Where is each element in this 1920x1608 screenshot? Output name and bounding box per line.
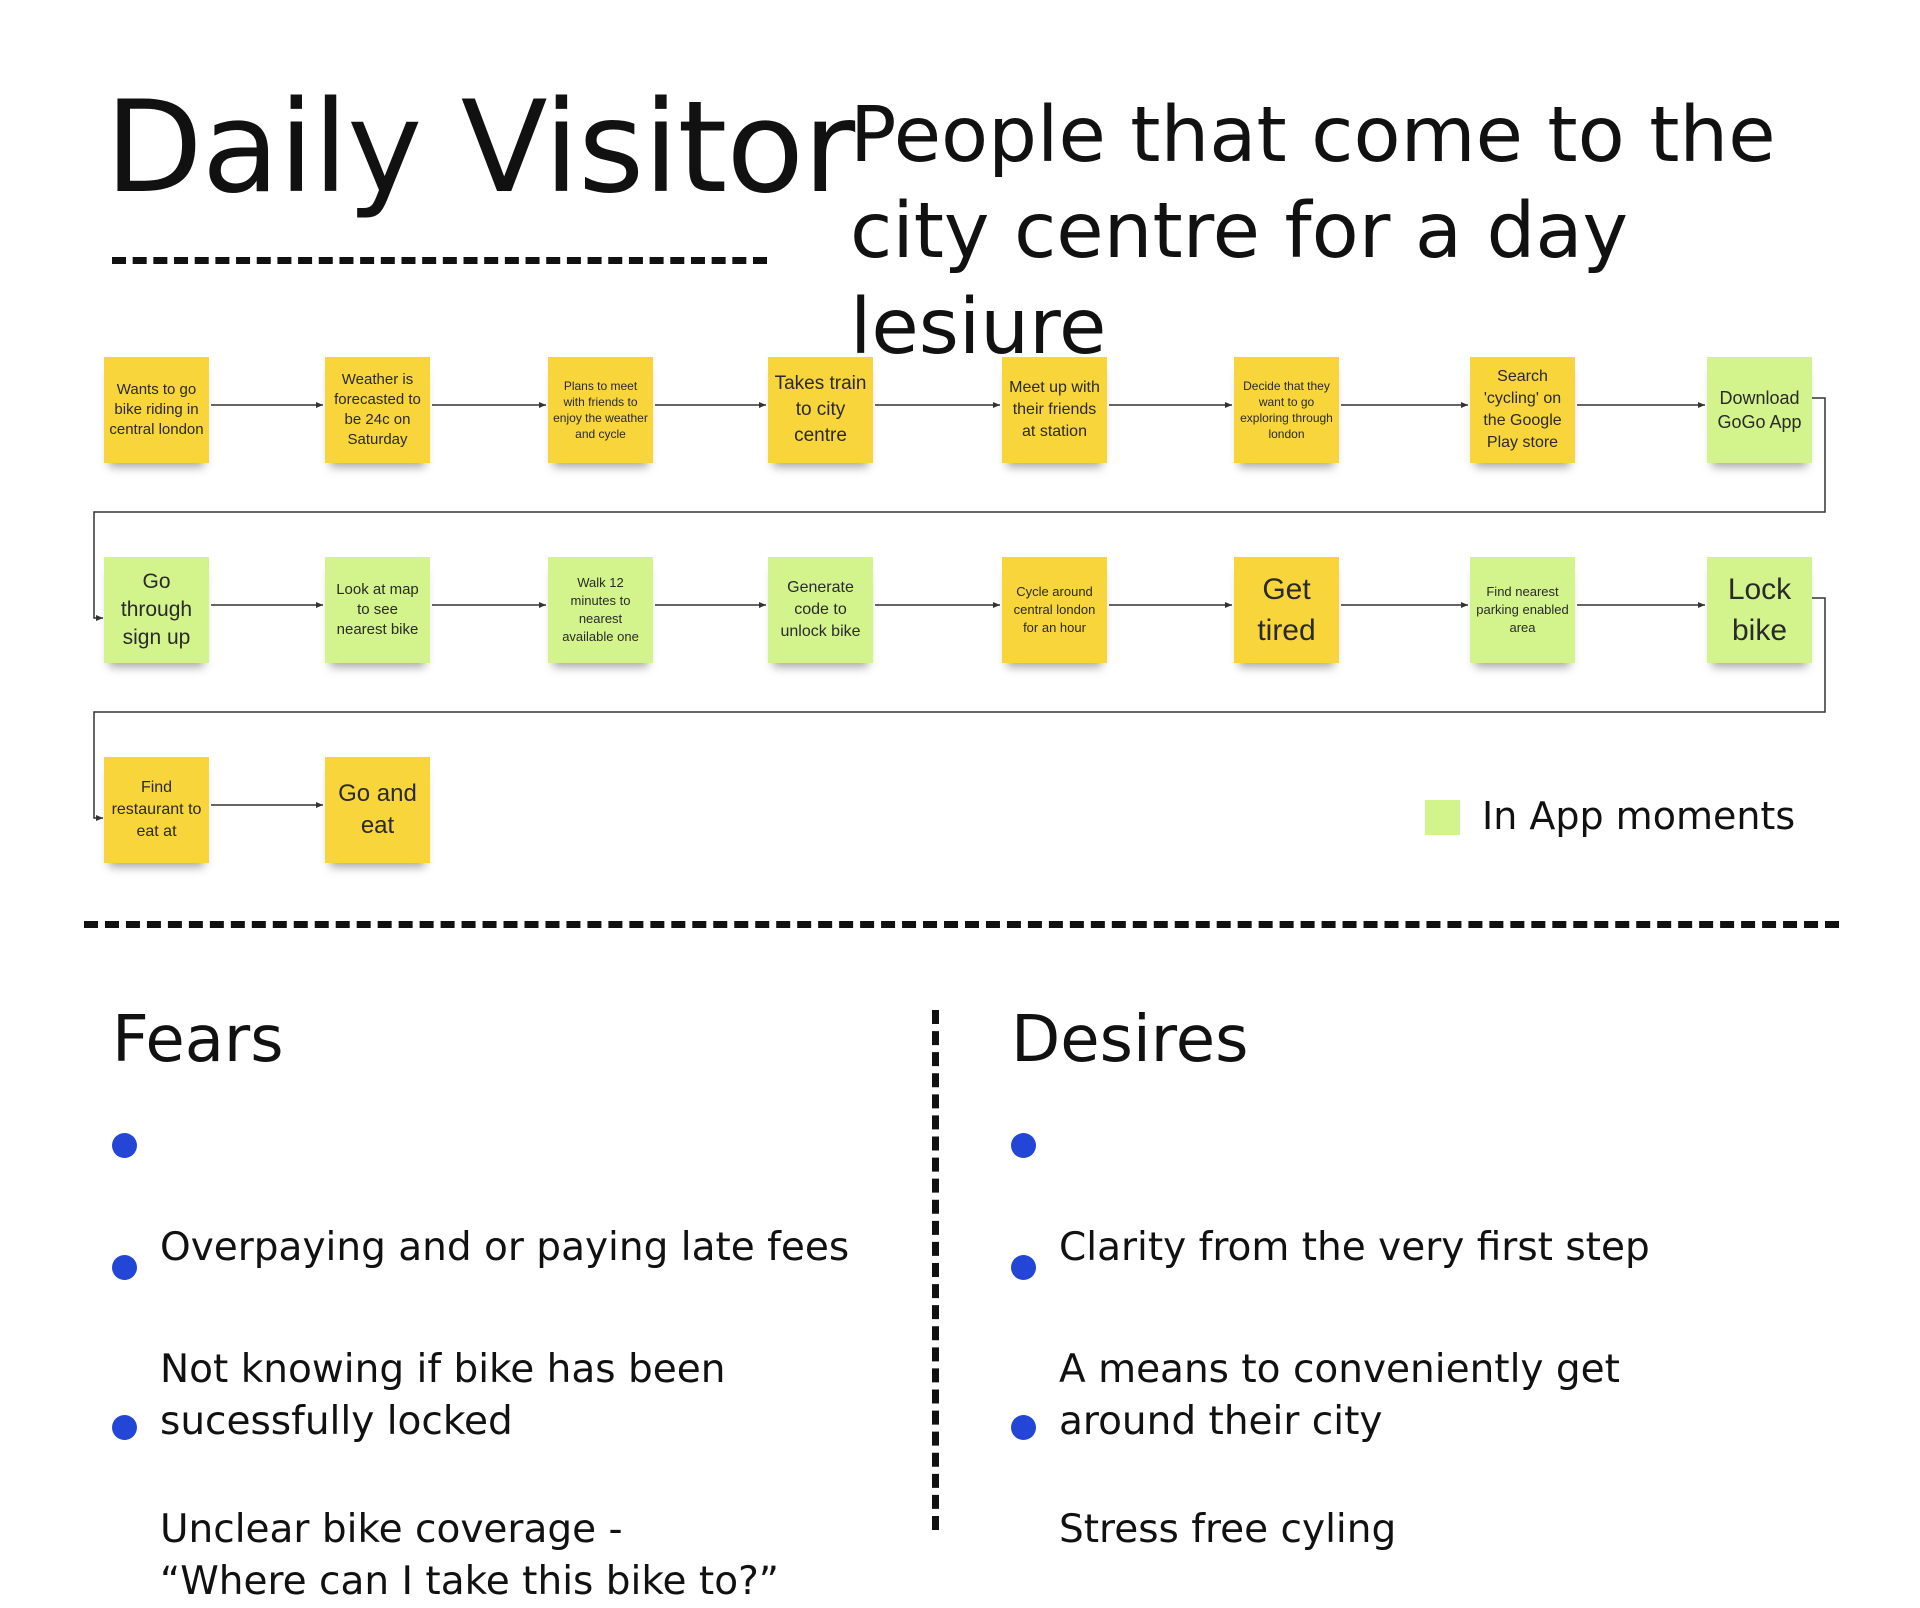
- sticky-note-text: Walk 12 minutes to nearest available one: [562, 575, 639, 644]
- journey-sticky-note: Wants to go bike riding in central londo…: [104, 357, 209, 463]
- sticky-note-text: Go through sign up: [120, 570, 193, 649]
- in-app-sticky-note: Find nearest parking enabled area: [1470, 557, 1575, 663]
- title-divider: [112, 257, 767, 264]
- sticky-note-text: Takes train to city centre: [774, 373, 867, 446]
- bullet-icon: [1011, 1133, 1036, 1158]
- sticky-note-text: Download GoGo App: [1717, 388, 1802, 432]
- sticky-note-text: Generate code to unlock bike: [780, 579, 861, 640]
- journey-sticky-note: Plans to meet with friends to enjoy the …: [548, 357, 653, 463]
- sticky-note-text: Cycle around central london for an hour: [1013, 584, 1096, 635]
- sticky-note-text: Go and eat: [338, 780, 417, 839]
- sticky-note-text: Wants to go bike riding in central londo…: [109, 381, 204, 438]
- sticky-note-text: Meet up with their friends at station: [1009, 379, 1100, 440]
- sticky-note-text: Weather is forecasted to be 24c on Satur…: [334, 371, 421, 448]
- fear-item: Overpaying and or paying late fees: [112, 1118, 880, 1274]
- section-divider: [84, 921, 1839, 928]
- bullet-icon: [112, 1415, 137, 1440]
- desire-item: Stress free cyling: [1011, 1400, 1779, 1556]
- fear-text: Unclear bike coverage - “Where can I tak…: [160, 1507, 779, 1604]
- fear-item: Not knowing if bike has been sucessfully…: [112, 1240, 880, 1448]
- in-app-sticky-note: Look at map to see nearest bike: [325, 557, 430, 663]
- sticky-note-text: Get tired: [1257, 573, 1316, 647]
- journey-sticky-note: Decide that they want to go exploring th…: [1234, 357, 1339, 463]
- desire-text: A means to conveniently get around their…: [1059, 1347, 1620, 1444]
- sticky-note-text: Plans to meet with friends to enjoy the …: [553, 379, 648, 441]
- page-subtitle: People that come to the city centre for …: [850, 91, 1776, 372]
- wrap-arrow: [93, 397, 1826, 621]
- journey-sticky-note: Takes train to city centre: [768, 357, 873, 463]
- journey-sticky-note: Meet up with their friends at station: [1002, 357, 1107, 463]
- desire-item: A means to conveniently get around their…: [1011, 1240, 1779, 1448]
- column-divider: [932, 1010, 939, 1530]
- journey-sticky-note: Search 'cycling' on the Google Play stor…: [1470, 357, 1575, 463]
- desire-text: Clarity from the very first step: [1059, 1225, 1650, 1270]
- in-app-sticky-note: Generate code to unlock bike: [768, 557, 873, 663]
- legend-swatch: [1425, 800, 1460, 835]
- journey-sticky-note: Cycle around central london for an hour: [1002, 557, 1107, 663]
- in-app-sticky-note: Go through sign up: [104, 557, 209, 663]
- fear-text: Not knowing if bike has been sucessfully…: [160, 1347, 726, 1444]
- desires-panel: Desires Clarity from the very first step…: [1011, 1000, 1771, 1552]
- bullet-icon: [1011, 1415, 1036, 1440]
- in-app-sticky-note: Walk 12 minutes to nearest available one: [548, 557, 653, 663]
- bullet-icon: [1011, 1255, 1036, 1280]
- wrap-arrow: [93, 597, 1826, 821]
- desires-heading: Desires: [1011, 1003, 1249, 1077]
- sticky-note-text: Find restaurant to eat at: [111, 779, 202, 840]
- fears-heading: Fears: [112, 1003, 284, 1077]
- fear-text: Overpaying and or paying late fees: [160, 1225, 850, 1270]
- journey-sticky-note: Get tired: [1234, 557, 1339, 663]
- sticky-note-text: Search 'cycling' on the Google Play stor…: [1483, 368, 1562, 451]
- sticky-note-text: Decide that they want to go exploring th…: [1240, 379, 1333, 441]
- page-title: Daily Visitor: [105, 73, 855, 221]
- legend-label: In App moments: [1482, 794, 1796, 838]
- desire-text: Stress free cyling: [1059, 1507, 1397, 1552]
- desire-item: Clarity from the very first step: [1011, 1118, 1779, 1274]
- journey-sticky-note: Find restaurant to eat at: [104, 757, 209, 863]
- fear-item: Unclear bike coverage - “Where can I tak…: [112, 1400, 880, 1608]
- journey-sticky-note: Go and eat: [325, 757, 430, 863]
- bullet-icon: [112, 1255, 137, 1280]
- in-app-sticky-note: Download GoGo App: [1707, 357, 1812, 463]
- in-app-sticky-note: Lock bike: [1707, 557, 1812, 663]
- sticky-note-text: Find nearest parking enabled area: [1476, 584, 1569, 635]
- bullet-icon: [112, 1133, 137, 1158]
- journey-sticky-note: Weather is forecasted to be 24c on Satur…: [325, 357, 430, 463]
- fears-panel: Fears Overpaying and or paying late fees…: [112, 1000, 872, 1604]
- sticky-note-text: Look at map to see nearest bike: [336, 581, 419, 638]
- sticky-note-text: Lock bike: [1727, 573, 1792, 647]
